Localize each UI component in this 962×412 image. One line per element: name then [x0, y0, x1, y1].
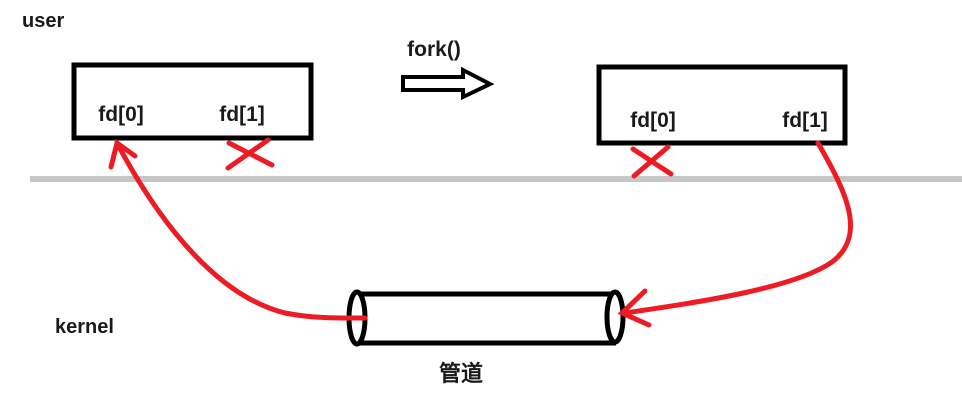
pipe-label: 管道 — [439, 361, 483, 386]
fork-arrow-icon — [401, 66, 495, 101]
write-end-arrow-icon — [617, 140, 853, 328]
user-kernel-divider — [30, 176, 962, 182]
child-process-box — [596, 64, 848, 146]
child-fd1-label: fd[1] — [782, 109, 828, 132]
child-fd0-closed-x-icon — [630, 144, 674, 179]
read-end-arrowhead — [108, 138, 138, 170]
kernel-space-label: kernel — [55, 316, 114, 338]
parent-fd1-closed-x-icon — [225, 137, 275, 171]
x-stroke — [631, 144, 671, 179]
user-space-label: user — [22, 10, 64, 32]
write-end-arrowhead — [617, 288, 652, 328]
parent-fd0-label: fd[0] — [98, 103, 144, 126]
child-fd0-label: fd[0] — [630, 109, 676, 132]
read-end-curve — [114, 140, 368, 321]
write-end-curve — [622, 140, 853, 316]
pipe-right-opening — [604, 289, 626, 345]
parent-process-box — [71, 62, 314, 141]
fork-call-label: fork() — [407, 38, 461, 61]
parent-fd1-label: fd[1] — [219, 103, 265, 126]
x-stroke — [225, 137, 271, 171]
read-end-arrow-icon — [108, 138, 368, 321]
pipe-cylinder-icon — [346, 289, 626, 347]
